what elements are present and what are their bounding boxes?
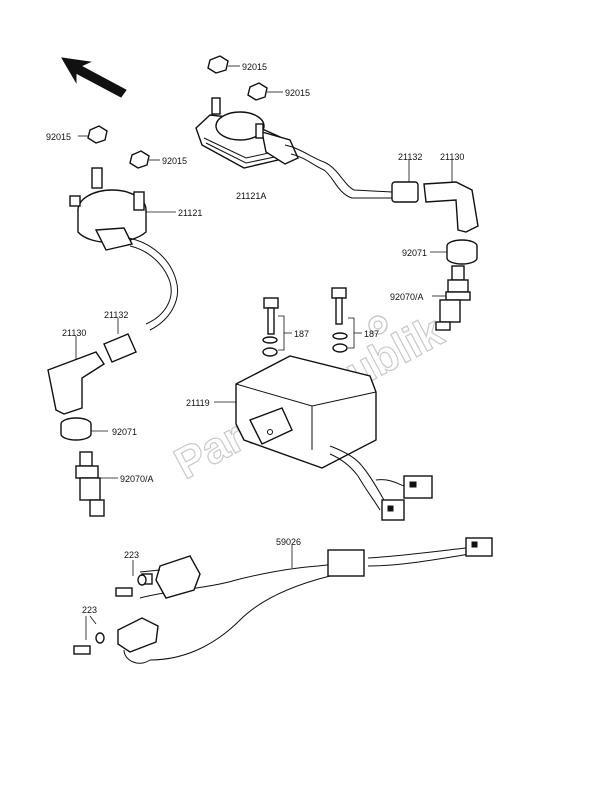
nut-92015-1 — [207, 55, 240, 74]
label-bolt-1: 187 — [294, 329, 309, 339]
pickup-coil-lower — [117, 617, 159, 664]
label-nut-4: 92015 — [162, 156, 187, 166]
label-screw-2: 223 — [82, 605, 97, 615]
wiring-harness — [139, 537, 493, 661]
label-cap-right: 21130 — [440, 152, 464, 162]
label-nut-3: 92015 — [46, 132, 71, 142]
label-plug-left: 92070/A — [120, 474, 154, 484]
label-plug-right: 92070/A — [390, 292, 424, 302]
gear-logo-icon — [368, 315, 388, 335]
seal-92071-left — [60, 417, 108, 441]
label-seal-right: 92071 — [402, 248, 427, 258]
bolt-187-1 — [262, 297, 292, 357]
plug-boot-joint-left — [103, 318, 137, 363]
plug-boot-joint-right — [391, 160, 419, 203]
label-boot-joint-left: 21132 — [104, 310, 128, 320]
spark-plug-left — [75, 451, 118, 517]
spark-plug-right — [432, 265, 471, 331]
label-boot-joint-right: 21132 — [398, 152, 422, 162]
label-nut-2: 92015 — [285, 88, 310, 98]
label-nut-1: 92015 — [242, 62, 267, 72]
label-harness: 59026 — [276, 537, 301, 547]
label-igniter: 21119 — [186, 398, 210, 408]
screw-223-1 — [115, 560, 147, 597]
spark-plug-cap-right — [423, 160, 479, 233]
screw-223-2 — [73, 615, 105, 655]
label-seal-left: 92071 — [112, 427, 137, 437]
front-arrow-icon — [61, 57, 127, 98]
seal-92071-right — [430, 239, 478, 265]
label-bolt-2: 187 — [364, 329, 379, 339]
label-cap-left: 21130 — [62, 328, 86, 338]
ignition-coil-left — [69, 167, 178, 331]
nut-92015-2 — [247, 82, 283, 101]
spark-plug-cap-left — [47, 336, 105, 415]
ignition-coil-right — [195, 97, 393, 199]
nut-92015-3 — [78, 125, 108, 144]
igniter-connectors — [357, 465, 433, 521]
label-coil-right: 21121A — [236, 191, 266, 201]
bolt-187-2 — [331, 287, 362, 353]
label-coil-left: 21121 — [178, 208, 202, 218]
igniter-unit — [214, 355, 377, 477]
pickup-coil-upper — [139, 555, 201, 599]
nut-92015-4 — [129, 150, 160, 169]
label-screw-1: 223 — [124, 550, 139, 560]
